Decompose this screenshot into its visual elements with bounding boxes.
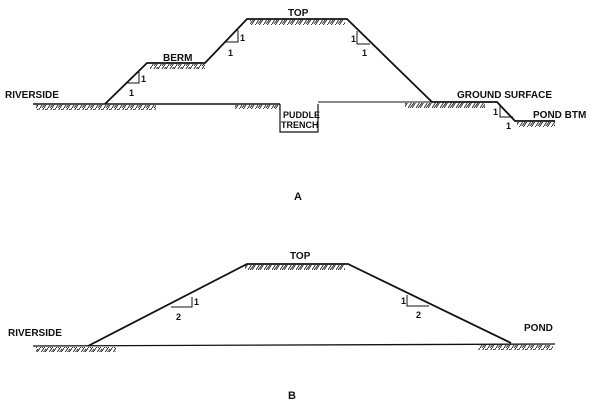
slope-triangle <box>356 31 370 45</box>
rise-label: 1 <box>240 33 245 43</box>
label-berm: BERM <box>163 53 192 64</box>
run-label: 1 <box>362 48 367 58</box>
pond-hatch <box>517 122 555 127</box>
embankment-profile-b <box>87 263 512 347</box>
run-label: 1 <box>506 121 511 131</box>
rise-label: 1 <box>194 297 199 307</box>
rise-label: 1 <box>351 34 356 44</box>
embankment-profile-a <box>104 18 555 122</box>
label-riverside: RIVERSIDE <box>8 328 62 339</box>
slope-triangle <box>127 72 140 84</box>
caption-b: B <box>288 390 296 402</box>
label-top: TOP <box>288 8 309 19</box>
top-hatch <box>250 20 345 25</box>
caption-a: A <box>294 191 302 203</box>
slope-triangle <box>171 297 193 308</box>
ground-line-b <box>32 343 556 347</box>
run-label: 2 <box>416 310 421 320</box>
label-pond-btm: POND BTM <box>533 110 586 121</box>
rise-label: 1 <box>493 107 498 117</box>
figure-a: RIVERSIDE BERM TOP GROUND SURFACE POND B… <box>5 8 586 203</box>
label-top: TOP <box>290 251 311 262</box>
ground-hatch <box>235 105 280 109</box>
run-label: 1 <box>129 88 134 98</box>
run-label: 2 <box>176 312 181 322</box>
label-pond: POND <box>524 323 553 334</box>
puddle-trench-outline <box>279 104 319 133</box>
rise-label: 1 <box>401 296 406 306</box>
ground-hatch <box>36 347 116 352</box>
slope-triangle <box>499 106 513 118</box>
run-label: 1 <box>228 48 233 58</box>
ground-hatch <box>478 345 553 350</box>
label-ground-surface: GROUND SURFACE <box>457 90 552 101</box>
ground-hatch <box>36 105 156 110</box>
slope-triangle <box>406 295 429 307</box>
label-trench: TRENCH <box>281 120 319 130</box>
label-puddle: PUDDLE <box>283 110 320 120</box>
rise-label: 1 <box>141 74 146 84</box>
ground-hatch <box>405 103 485 108</box>
top-hatch <box>245 265 345 270</box>
berm-hatch <box>150 64 205 69</box>
figure-b: RIVERSIDE TOP POND 1 2 1 2 B <box>8 251 556 402</box>
label-riverside: RIVERSIDE <box>5 90 59 101</box>
slope-triangle <box>226 30 239 43</box>
